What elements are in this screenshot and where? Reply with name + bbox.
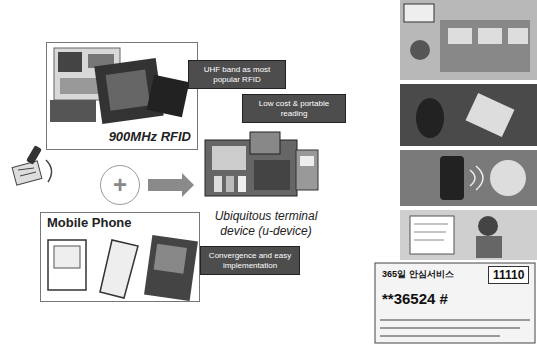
feature-tag: Convergence and easy implementation [200, 246, 300, 275]
phone-icon [12, 145, 51, 185]
feature-tag: UHF band as most popular RFID [188, 60, 286, 89]
plus-circle: + [100, 165, 140, 205]
node-text: Convergence and easy implementation [205, 251, 295, 270]
feature-tag: Low cost & portable reading [242, 94, 346, 123]
dial-code: **36524 # [382, 290, 448, 307]
node-text: Mobile Phone [47, 215, 132, 231]
code-number: 11110 [488, 266, 529, 284]
node-text: UHF band as most popular RFID [193, 65, 281, 84]
flow-arrow [148, 173, 194, 197]
arrow-head [182, 173, 194, 197]
mobile-phones [48, 235, 198, 301]
node-text: + [113, 171, 127, 200]
component-box: 900MHz RFID [46, 42, 198, 150]
node-text: Low cost & portable reading [247, 99, 341, 118]
component-box: Mobile Phone [40, 212, 200, 302]
arrow-shaft [148, 179, 182, 191]
node-text: 900MHz RFID [109, 129, 191, 145]
u-device: Ubiquitous terminal device (u-device) [196, 128, 336, 240]
u-device-image [205, 132, 318, 196]
node-text: Ubiquitous terminal device (u-device) [200, 209, 332, 238]
service-title: 365일 안심서비스 [382, 268, 454, 281]
rfid-chips [50, 48, 189, 124]
usage-photos [375, 0, 537, 343]
